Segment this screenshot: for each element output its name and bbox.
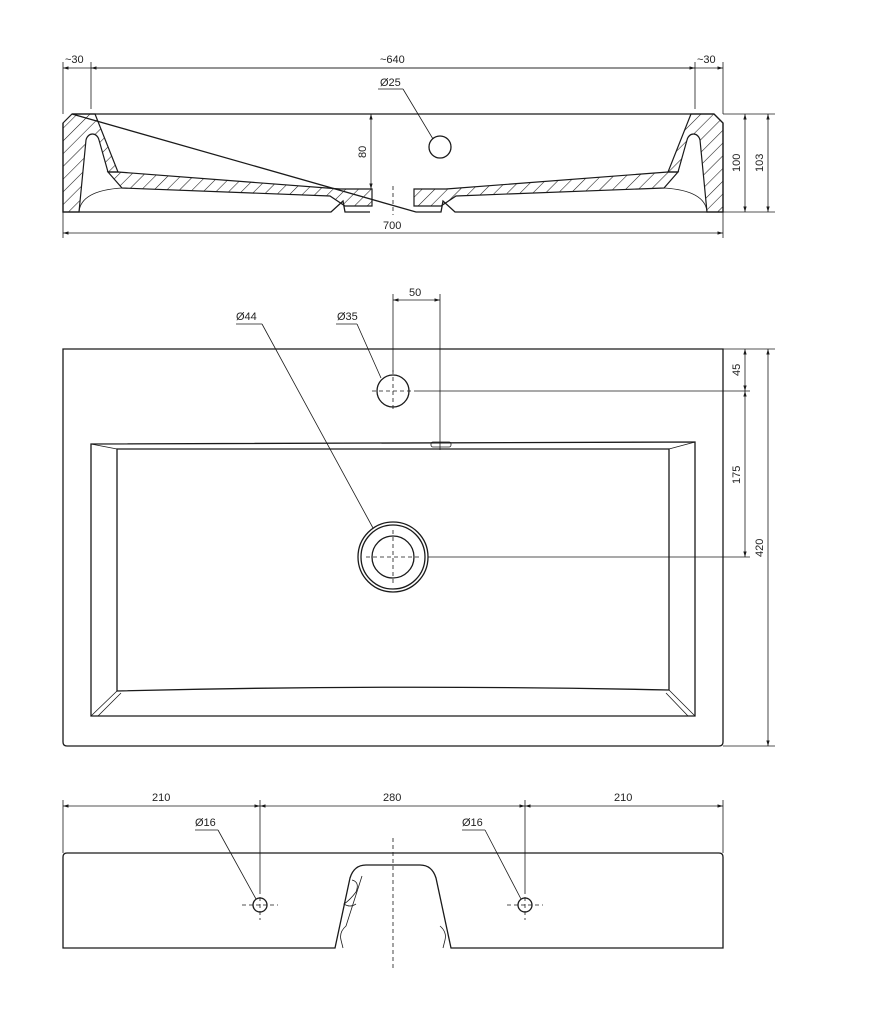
right-margin-label: ~30 bbox=[697, 54, 716, 66]
inner-width-label: ~640 bbox=[380, 54, 405, 66]
hole-right-label: Ø16 bbox=[462, 817, 483, 829]
overflow-hole bbox=[428, 135, 452, 159]
left-dim-label: 210 bbox=[152, 792, 170, 804]
front-view: Ø16 Ø16 210 280 210 bbox=[62, 792, 724, 968]
top-view: Ø35 50 Ø44 45 175 420 bbox=[62, 287, 775, 747]
tap-offset-label: 50 bbox=[409, 287, 421, 299]
total-height-label: 103 bbox=[754, 154, 766, 172]
hole-left-label: Ø16 bbox=[195, 817, 216, 829]
total-depth-label: 420 bbox=[754, 539, 766, 557]
drain-label: Ø44 bbox=[236, 311, 257, 323]
overflow-diameter-label: Ø25 bbox=[380, 77, 401, 89]
drain-from-tap-label: 175 bbox=[731, 466, 743, 484]
drain-hole bbox=[371, 535, 415, 579]
tap-hole-label: Ø35 bbox=[337, 311, 358, 323]
right-dim-label: 210 bbox=[614, 792, 632, 804]
section-view: Ø25 ~30 ~640 ~30 80 100 103 700 bbox=[62, 54, 775, 238]
total-width-label: 700 bbox=[383, 220, 401, 232]
depth-label: 80 bbox=[357, 146, 369, 158]
left-margin-label: ~30 bbox=[65, 54, 84, 66]
center-dim-label: 280 bbox=[383, 792, 401, 804]
tap-from-edge-label: 45 bbox=[731, 364, 743, 376]
inner-height-label: 100 bbox=[731, 154, 743, 172]
